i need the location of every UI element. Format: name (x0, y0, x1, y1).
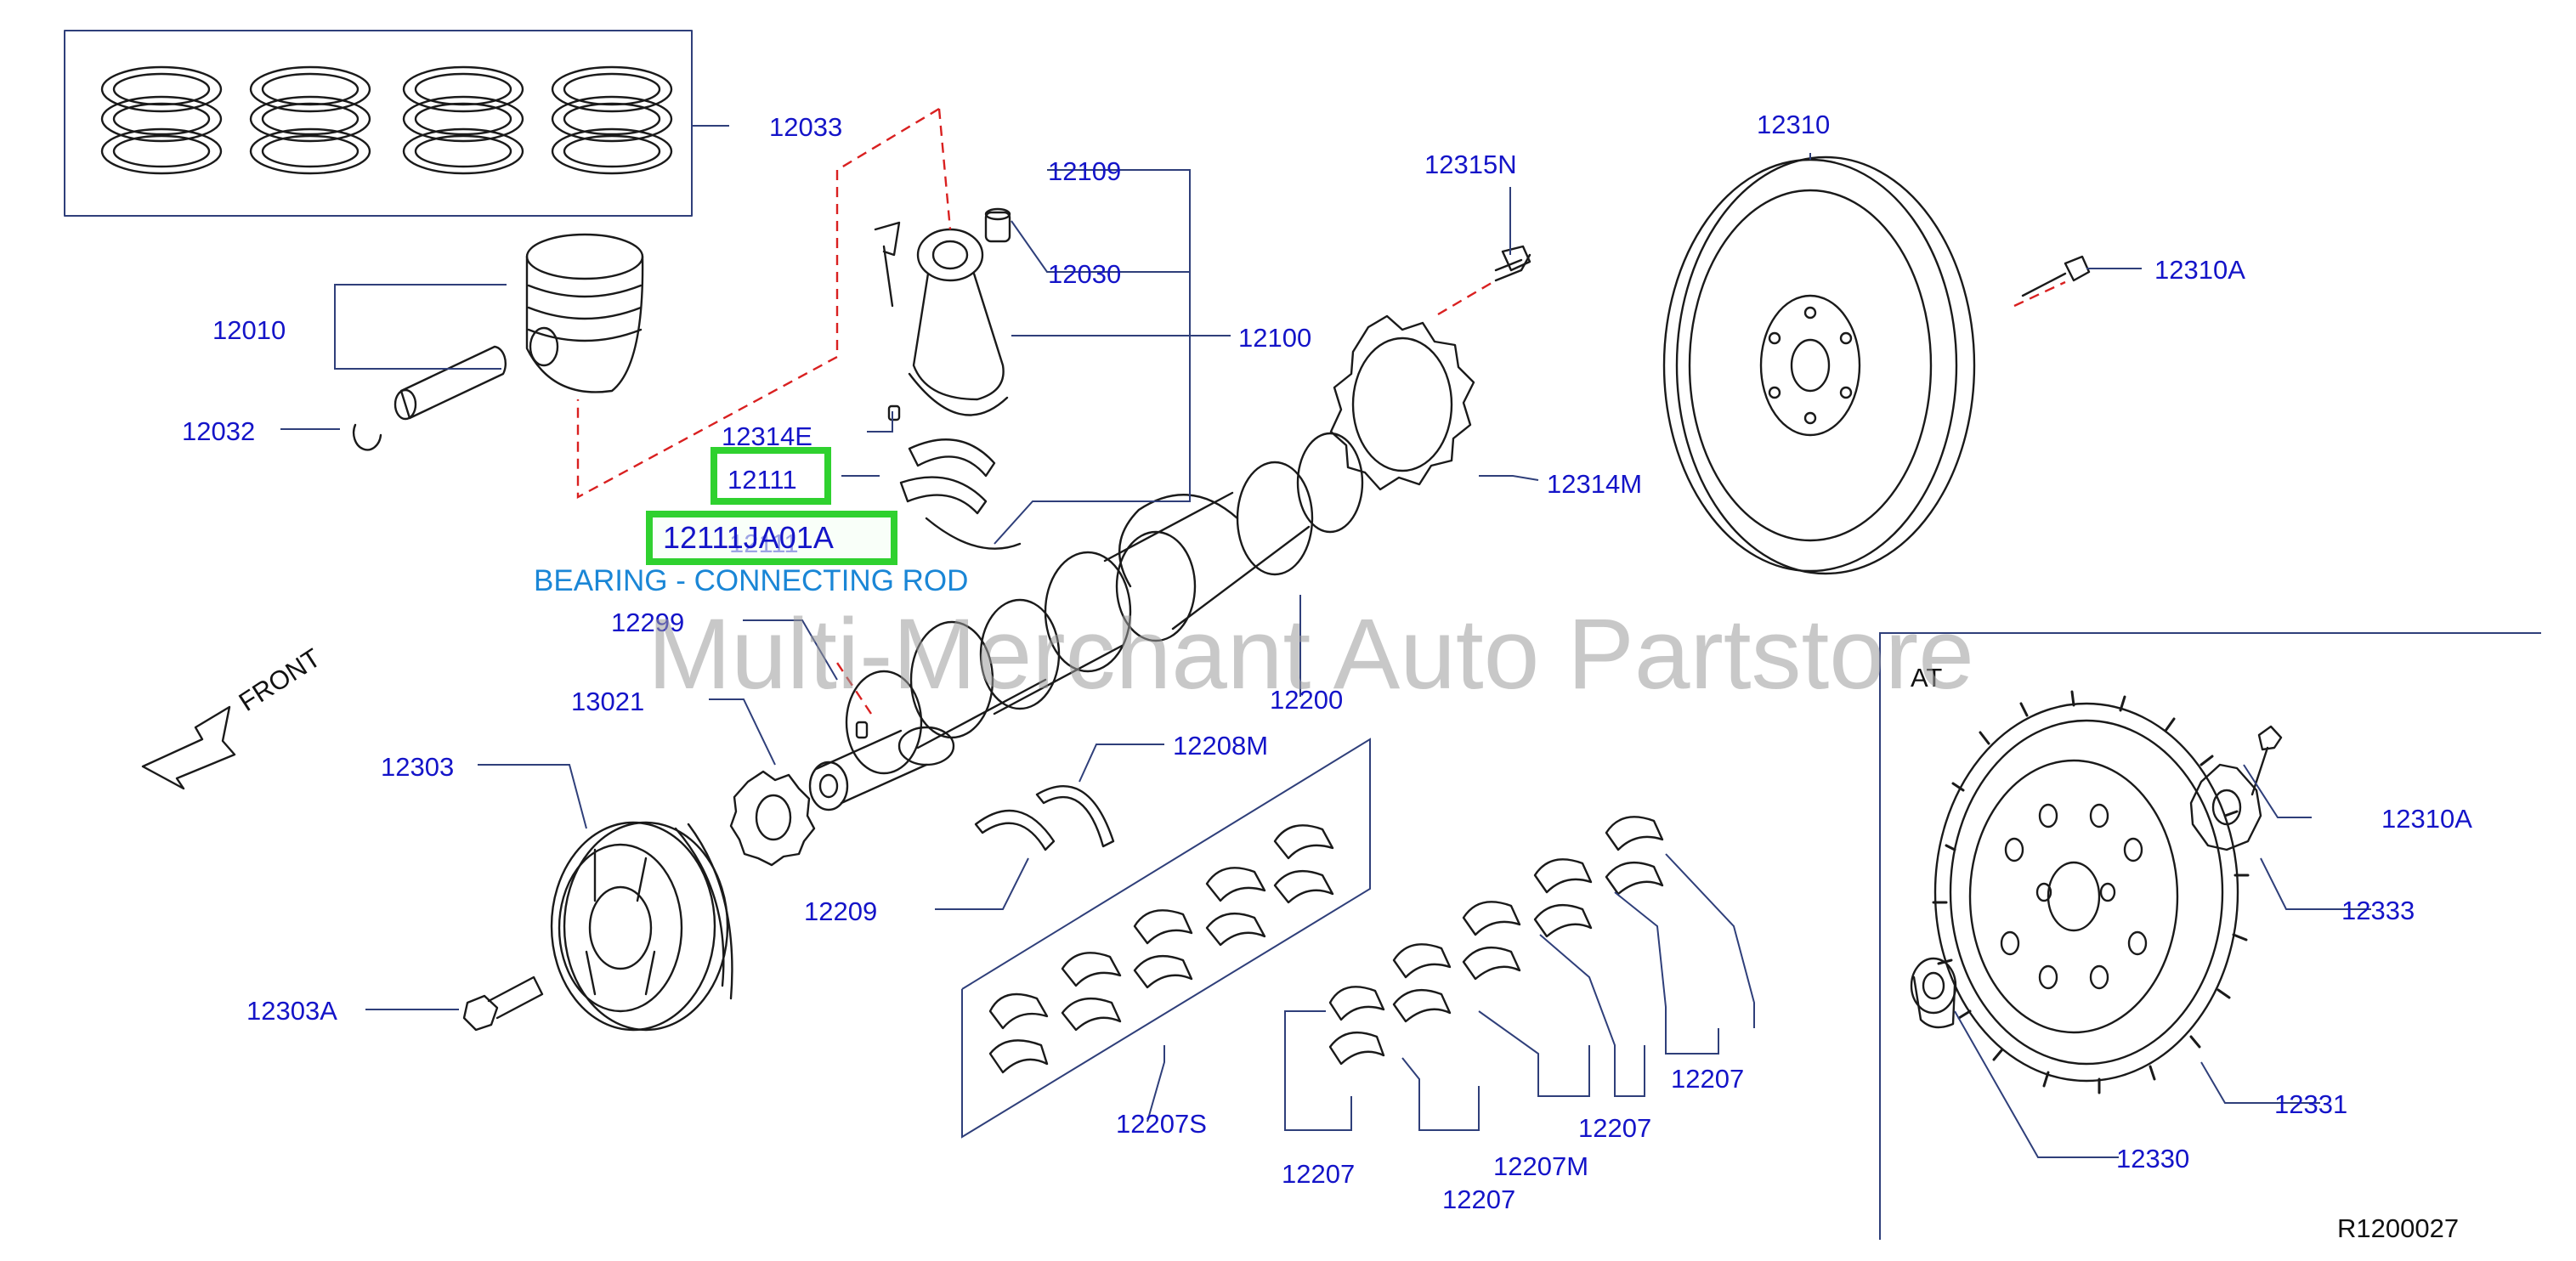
callout-12207M[interactable]: 12207M (1493, 1151, 1588, 1181)
callout-12299[interactable]: 12299 (611, 608, 684, 637)
watermark: Multi-Merchant Auto Partstore (648, 598, 1974, 710)
at-label: AT (1911, 663, 1942, 693)
piston-assembly (352, 233, 644, 451)
highlight-group: 12111 12111 12111JA01A BEARING - CONNECT… (534, 447, 968, 597)
callout-12207S[interactable]: 12207S (1116, 1109, 1207, 1139)
connecting-rod (874, 207, 1022, 550)
callout-12010[interactable]: 12010 (212, 315, 286, 345)
callout-12207-c[interactable]: 12207 (1578, 1113, 1651, 1143)
callout-12310[interactable]: 12310 (1757, 110, 1830, 139)
callout-12207-d[interactable]: 12207 (1671, 1064, 1744, 1094)
crank-sprocket (729, 770, 816, 867)
callout-12314E[interactable]: 12314E (722, 421, 812, 451)
callout-13021[interactable]: 13021 (571, 687, 644, 716)
crank-pulley (550, 821, 733, 1032)
hotspot-12111-box[interactable] (711, 447, 831, 505)
drive-plate (1329, 245, 1531, 491)
callout-12208M[interactable]: 12208M (1173, 731, 1268, 761)
diagram-ref-code: R1200027 (2337, 1213, 2459, 1243)
callout-12207-a[interactable]: 12207 (1282, 1159, 1355, 1189)
callout-12310A-at[interactable]: 12310A (2381, 804, 2472, 834)
piston-ring-set (64, 30, 729, 217)
callout-12032[interactable]: 12032 (182, 416, 255, 446)
callout-12314M[interactable]: 12314M (1547, 469, 1642, 499)
callout-12200[interactable]: 12200 (1270, 685, 1343, 715)
thrust-washers (974, 785, 1115, 851)
main-bearing-leaders (1284, 853, 1755, 1131)
part-description: BEARING - CONNECTING ROD (534, 564, 968, 597)
callout-labels: 12033 12109 12030 12100 12010 12032 1231… (182, 110, 2472, 1243)
callout-12209[interactable]: 12209 (804, 896, 877, 926)
callout-12303A[interactable]: 12303A (246, 996, 337, 1026)
pulley-bolt (462, 975, 544, 1032)
callout-leaders (280, 153, 2371, 1158)
main-bearings-individual (1328, 816, 1664, 1066)
hotspot-12111-label[interactable]: 12111 (728, 465, 797, 495)
front-label: FRONT (234, 642, 326, 717)
callout-12100[interactable]: 12100 (1238, 323, 1311, 353)
assembly-guide-lines (576, 107, 2066, 715)
callout-12109[interactable]: 12109 (1048, 156, 1121, 186)
callout-12310A-mt[interactable]: 12310A (2154, 255, 2245, 285)
callout-12030[interactable]: 12030 (1048, 259, 1121, 289)
callout-12315N[interactable]: 12315N (1424, 150, 1517, 179)
callout-12207-b[interactable]: 12207 (1442, 1185, 1515, 1214)
callout-12033[interactable]: 12033 (769, 112, 842, 142)
callout-12331[interactable]: 12331 (2274, 1089, 2347, 1119)
hotspot-part-number[interactable]: 12111JA01A (663, 520, 834, 555)
front-arrow: FRONT (141, 642, 326, 790)
main-bearing-group (961, 738, 1371, 1139)
callout-12330[interactable]: 12330 (2116, 1144, 2189, 1173)
callout-12333[interactable]: 12333 (2341, 896, 2415, 925)
flywheel (1662, 156, 2091, 575)
callout-12303[interactable]: 12303 (381, 752, 454, 782)
hotspot-part-number-box[interactable] (646, 511, 897, 565)
crankshaft (808, 432, 1364, 811)
at-section (1879, 632, 2541, 1240)
